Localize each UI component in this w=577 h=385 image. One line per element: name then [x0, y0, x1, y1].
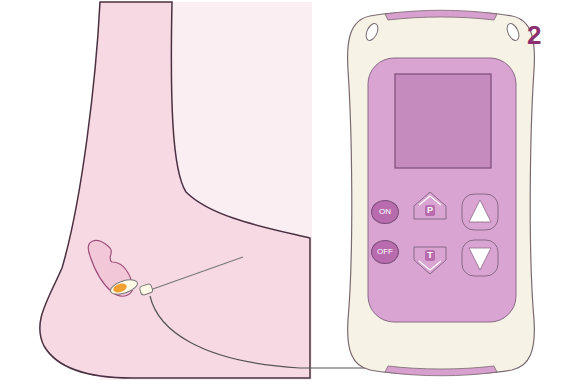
display-screen [395, 74, 491, 168]
time-button: T [413, 246, 447, 276]
down-button [462, 240, 498, 276]
power-off-button: OFF [371, 240, 399, 264]
chevron-mark [419, 261, 441, 270]
up-button [462, 194, 498, 230]
chevron-mark [419, 196, 441, 205]
up-arrow [469, 200, 491, 222]
button-shape [414, 192, 446, 219]
control-panel [368, 58, 516, 322]
device-top-cap [385, 10, 497, 20]
strap-hole [364, 22, 381, 43]
button-shape [414, 247, 446, 274]
strap-hole [505, 22, 522, 43]
leg-and-foot [40, 2, 310, 378]
button-label: OFF [377, 248, 393, 256]
program-button: P [413, 190, 447, 220]
figure-number: 2 [527, 22, 541, 48]
down-arrow [469, 248, 491, 270]
needle [150, 257, 243, 290]
malleolus [88, 241, 132, 297]
connector [139, 283, 153, 295]
electrode-pad [109, 277, 139, 297]
button-label: P [425, 205, 435, 216]
device-housing [348, 12, 535, 375]
electrode-contact [112, 282, 128, 294]
button-label: ON [379, 208, 391, 216]
device-bottom-cap [385, 366, 497, 376]
power-on-button: ON [371, 200, 399, 224]
button-label: T [425, 250, 435, 261]
